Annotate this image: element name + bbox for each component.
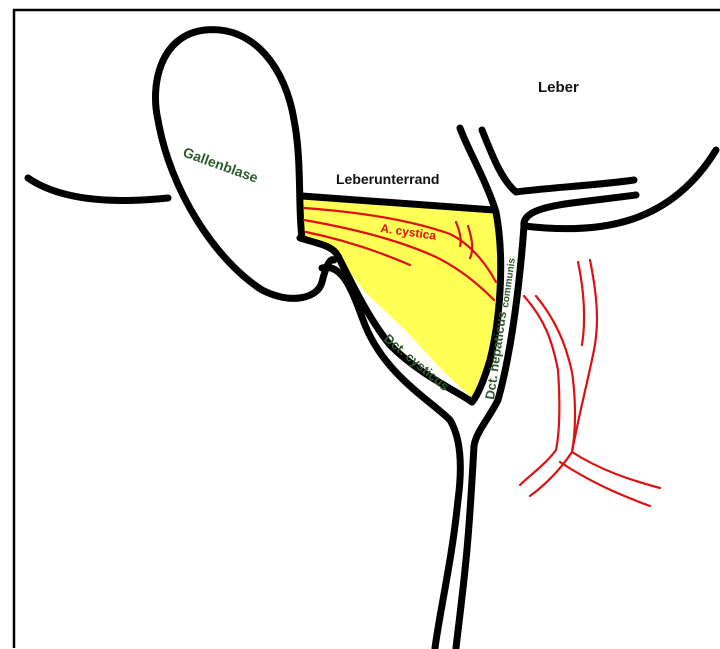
hepatic-duct-right-branch-upper <box>482 130 634 192</box>
hepatic-artery-right-wall <box>530 296 575 496</box>
label-liver: Leber <box>538 79 579 96</box>
hepatic-artery-upper-left <box>578 262 584 345</box>
hepatic-artery-branch-right-1 <box>572 452 660 488</box>
gallbladder-outline <box>155 30 334 299</box>
label-liver-margin: Leberunterrand <box>336 171 439 187</box>
label-gallbladder: Gallenblase <box>181 144 261 186</box>
liver-margin-left <box>28 178 168 201</box>
hepatic-artery-left-wall <box>520 296 559 485</box>
hepatic-artery <box>520 260 660 506</box>
